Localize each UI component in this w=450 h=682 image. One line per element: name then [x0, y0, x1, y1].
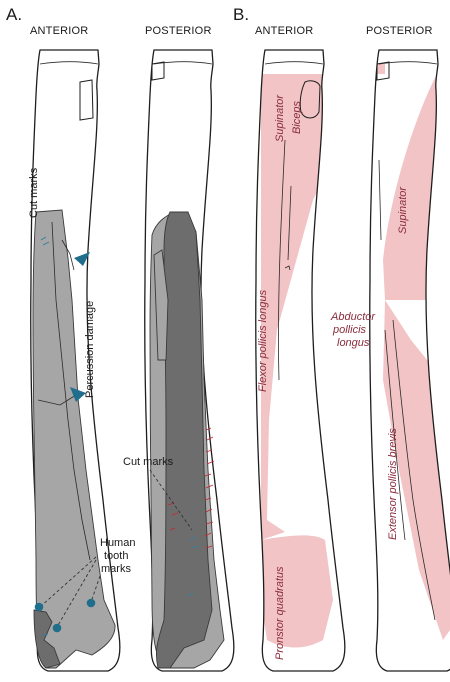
muscle-label-biceps: Biceps — [291, 100, 303, 134]
panel-a-letter: A. — [6, 5, 22, 24]
panel-b-anterior-heading: ANTERIOR — [255, 25, 313, 37]
label-tooth-marks-3: marks — [101, 563, 131, 575]
leader-cut-marks — [149, 469, 193, 531]
muscle-supinator-posterior — [383, 74, 437, 300]
muscle-label-pronator-quadratus: Pronstor quadratus — [274, 566, 286, 660]
percussion-arrow-upper — [74, 252, 90, 266]
muscle-pronator-quadratus — [261, 535, 333, 648]
label-cut-marks-lower: Cut marks — [123, 456, 174, 468]
muscle-abductor-extensor — [383, 300, 450, 640]
fragment-posterior-dark — [155, 211, 213, 669]
bone-a-posterior — [144, 49, 235, 672]
label-percussion-damage: Percussion damage — [84, 301, 96, 398]
muscle-label-abductor-1: Abductor — [330, 311, 376, 323]
tooth-mark-dot — [86, 598, 96, 608]
bone-b-anterior — [255, 49, 346, 672]
panel-a: A. ANTERIOR POSTERIOR — [6, 5, 235, 672]
biceps-tuberosity — [299, 80, 321, 119]
fragment-anterior — [32, 209, 116, 669]
label-tooth-marks-1: Human — [100, 537, 135, 549]
bone-a-anterior — [30, 49, 121, 672]
panel-b-letter: B. — [233, 5, 249, 24]
tooth-mark-dot — [52, 623, 62, 633]
muscle-supinator-flexor-anterior — [261, 74, 323, 540]
panel-b: B. ANTERIOR POSTERIOR — [233, 5, 450, 672]
muscle-label-supinator-posterior: Supinator — [397, 186, 409, 234]
muscle-label-supinator-anterior: Supinator — [274, 94, 286, 142]
label-cut-marks-upper: Cut marks — [28, 167, 40, 218]
panel-b-posterior-heading: POSTERIOR — [366, 25, 433, 37]
percussion-arrow-lower — [70, 387, 86, 402]
bone-b-posterior — [369, 49, 450, 672]
muscle-label-abductor-3: longus — [337, 337, 370, 349]
muscle-label-flexor-pollicis-longus: Flexor pollicis longus — [257, 289, 269, 392]
radial-notch-outline — [79, 79, 94, 121]
muscle-label-extensor-pollicis-brevis: Extensor pollicis brevis — [387, 428, 399, 540]
panel-a-anterior-heading: ANTERIOR — [30, 25, 88, 37]
panel-a-posterior-heading: POSTERIOR — [145, 25, 212, 37]
muscle-label-abductor-2: pollicis — [332, 324, 367, 336]
leader-tooth-marks — [39, 556, 101, 628]
tooth-mark-dot — [34, 602, 44, 612]
label-tooth-marks-2: tooth — [104, 550, 128, 562]
